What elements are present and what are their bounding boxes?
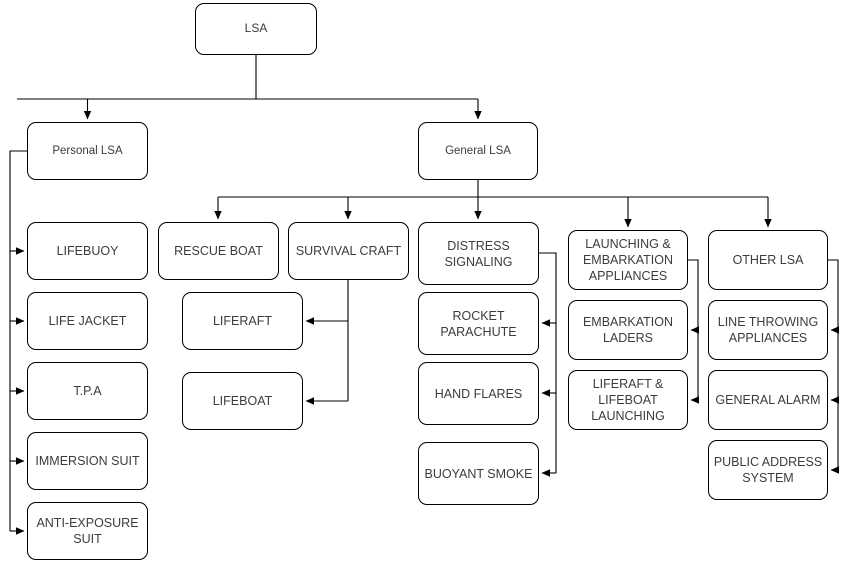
node-label-lifeboat: LIFEBOAT — [212, 394, 273, 408]
node-lifejacket[interactable]: LIFE JACKET — [27, 292, 148, 350]
node-label-lsa: LSA — [244, 21, 268, 36]
node-otherlsa[interactable]: OTHER LSA — [708, 230, 828, 290]
node-generalalarm[interactable]: GENERAL ALARM — [708, 370, 828, 430]
node-launching[interactable]: LAUNCHING & EMBARKATION APPLIANCES — [568, 230, 688, 290]
node-label-launching: LAUNCHING & EMBARKATION APPLIANCES — [582, 237, 674, 283]
node-label-lifebuoy: LIFEBUOY — [56, 244, 119, 258]
edge-personal-bus — [9, 150, 27, 531]
node-label-buoyantsmoke: BUOYANT SMOKE — [424, 466, 533, 481]
node-liferaftlb[interactable]: LIFERAFT & LIFEBOAT LAUNCHING — [568, 370, 688, 430]
node-label-generalalarm: GENERAL ALARM — [715, 393, 821, 407]
node-lifeboat[interactable]: LIFEBOAT — [182, 372, 303, 430]
node-label-liferaft: LIFERAFT — [212, 314, 273, 328]
node-buoyantsmoke[interactable]: BUOYANT SMOKE — [418, 442, 539, 505]
node-label-rocket: ROCKET PARACHUTE — [440, 308, 517, 339]
node-immersion[interactable]: IMMERSION SUIT — [27, 432, 148, 490]
node-tpa[interactable]: T.P.A — [27, 362, 148, 420]
node-label-distress: DISTRESS SIGNALING — [444, 238, 513, 269]
node-general[interactable]: General LSA — [418, 122, 538, 180]
edge-otherlsa-bus — [828, 259, 839, 470]
node-label-linethrowing: LINE THROWING APPLIANCES — [717, 315, 819, 345]
node-linethrowing[interactable]: LINE THROWING APPLIANCES — [708, 300, 828, 360]
node-antiexposure[interactable]: ANTI-EXPOSURE SUIT — [27, 502, 148, 560]
node-handflares[interactable]: HAND FLARES — [418, 362, 539, 425]
node-lifebuoy[interactable]: LIFEBUOY — [27, 222, 148, 280]
node-label-publicaddress: PUBLIC ADDRESS SYSTEM — [713, 455, 823, 485]
node-label-survivalcraft: SURVIVAL CRAFT — [295, 244, 402, 258]
node-label-antiexposure: ANTI-EXPOSURE SUIT — [36, 516, 139, 546]
node-label-tpa: T.P.A — [73, 384, 102, 398]
node-rescueboat[interactable]: RESCUE BOAT — [158, 222, 279, 280]
edge-lsa-bus — [17, 55, 478, 100]
edge-launching-bus — [688, 259, 699, 400]
node-embarkladers[interactable]: EMBARKATION LADERS — [568, 300, 688, 360]
node-publicaddress[interactable]: PUBLIC ADDRESS SYSTEM — [708, 440, 828, 500]
node-label-general: General LSA — [445, 144, 511, 157]
node-label-liferaftlb: LIFERAFT & LIFEBOAT LAUNCHING — [591, 377, 665, 423]
edge-general-bus — [218, 180, 768, 198]
node-liferaft[interactable]: LIFERAFT — [182, 292, 303, 350]
edge-distress-bus — [539, 252, 557, 473]
node-rocket[interactable]: ROCKET PARACHUTE — [418, 292, 539, 355]
node-label-otherlsa: OTHER LSA — [732, 253, 804, 267]
node-lsa[interactable]: LSA — [195, 3, 317, 55]
node-label-immersion: IMMERSION SUIT — [35, 454, 140, 468]
node-personal[interactable]: Personal LSA — [27, 122, 148, 180]
node-label-personal: Personal LSA — [52, 144, 123, 157]
node-label-embarkladers: EMBARKATION LADERS — [582, 315, 674, 345]
node-label-rescueboat: RESCUE BOAT — [174, 244, 263, 258]
node-distress[interactable]: DISTRESS SIGNALING — [418, 222, 539, 285]
node-label-handflares: HAND FLARES — [434, 386, 523, 401]
node-survivalcraft[interactable]: SURVIVAL CRAFT — [288, 222, 409, 280]
node-label-lifejacket: LIFE JACKET — [48, 314, 127, 328]
